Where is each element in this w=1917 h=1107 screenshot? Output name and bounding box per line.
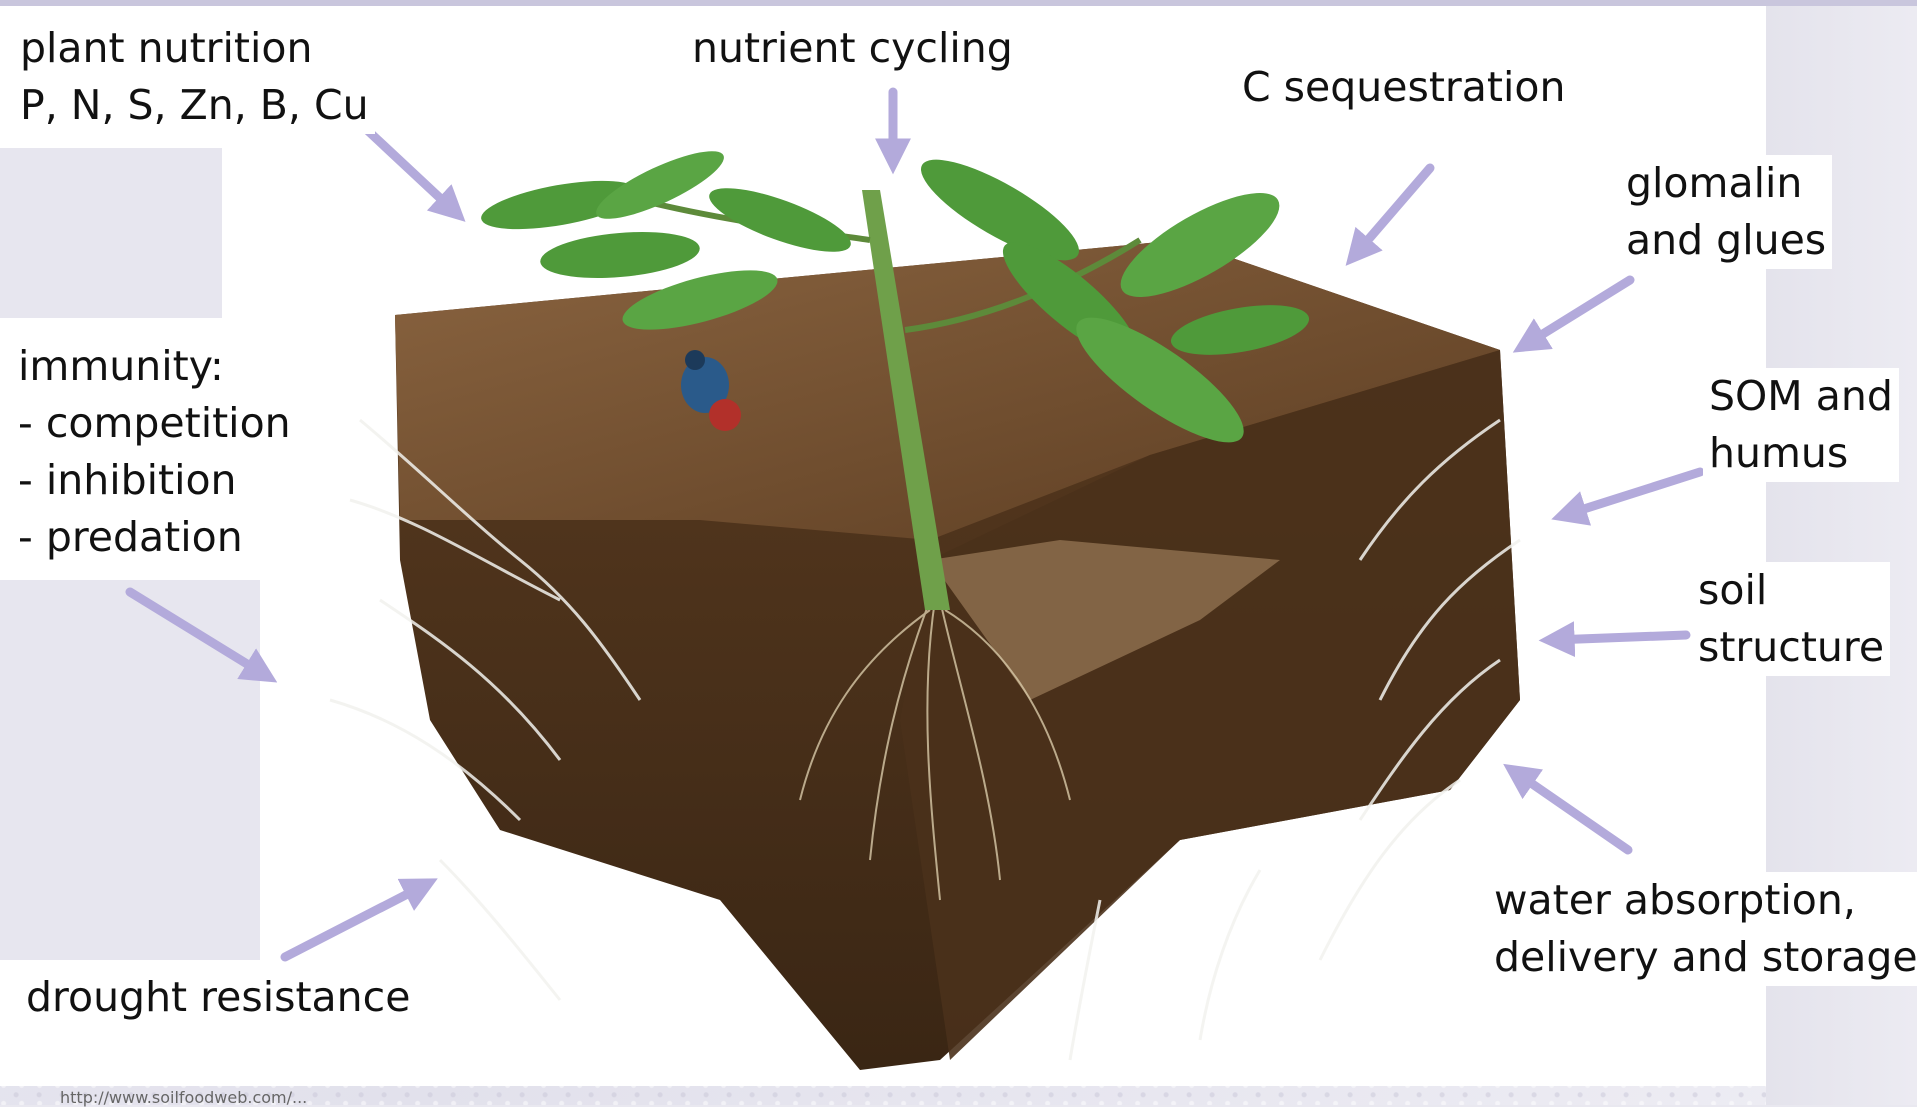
source-caption: http://www.soilfoodweb.com/... (60, 1088, 307, 1107)
label-glomalin: glomalin and glues (1620, 155, 1832, 269)
label-immunity: immunity: - competition - inhibition - p… (12, 338, 297, 566)
arrow-icon (365, 128, 455, 212)
label-drought: drought resistance (20, 969, 416, 1026)
arrow-icon (1355, 168, 1430, 255)
label-soil-structure: soil structure (1692, 562, 1890, 676)
soil-block (395, 240, 1520, 1070)
arrow-icon (285, 885, 425, 957)
label-nutrient-cycling: nutrient cycling (686, 20, 1019, 77)
leaf (538, 226, 701, 284)
label-plant-nutrition: plant nutrition P, N, S, Zn, B, Cu (14, 20, 375, 134)
label-water: water absorption, delivery and storage (1488, 872, 1917, 986)
arrow-icon (1565, 472, 1700, 515)
label-c-sequestration: C sequestration (1236, 59, 1571, 116)
arrow-icon (130, 592, 265, 675)
arrow-icon (1515, 772, 1628, 850)
label-som-humus: SOM and humus (1703, 368, 1899, 482)
arrow-icon (1525, 280, 1630, 345)
arrow-icon (1553, 635, 1686, 640)
